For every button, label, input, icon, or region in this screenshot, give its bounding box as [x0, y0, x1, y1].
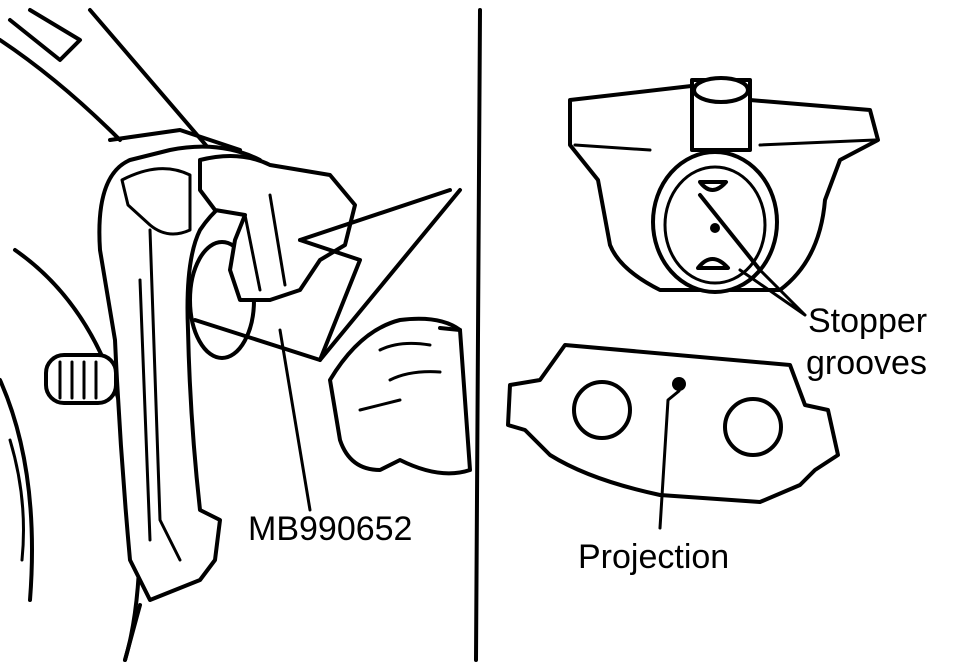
disc-edge-shadow [8, 438, 25, 562]
stopper-groove-line [698, 193, 762, 272]
piston-inner [663, 165, 767, 285]
tool-leader-line [278, 328, 312, 512]
hand [328, 316, 472, 476]
stopper-label-line2: grooves [806, 344, 927, 382]
right-panel-caliper-detail: Stopper grooves Projection [506, 76, 927, 576]
knuckle-arm-top [8, 8, 82, 62]
caliper-inner-edge-2 [138, 278, 152, 542]
piston-outer [651, 150, 779, 294]
knuckle-line-3 [108, 128, 242, 152]
caliper-inner-edge [148, 228, 182, 562]
stopper-groove-notch-lower [696, 257, 730, 270]
left-panel-tool-illustration: MB990652 [0, 8, 472, 662]
knuckle-line-1 [0, 38, 122, 142]
piston-center [710, 223, 720, 233]
stopper-leader-lines [738, 268, 807, 317]
wheel-stud [44, 353, 118, 405]
special-tool-body [198, 154, 357, 302]
brake-pad-plate [506, 343, 840, 504]
special-tool-plate [193, 238, 362, 362]
panel-divider [474, 8, 482, 662]
pad-projection [672, 377, 686, 391]
tool-handle-top [298, 188, 452, 242]
housing-shoulder-lines [573, 138, 877, 152]
pad-hole-right [723, 397, 783, 457]
housing-boss-top [692, 76, 750, 104]
stopper-label-line1: Stopper [808, 302, 927, 340]
special-tool-fingers [243, 193, 287, 292]
hand-fingers [358, 341, 442, 412]
projection-leader-line [658, 389, 681, 530]
bracket-bottom-line [123, 603, 142, 662]
tool-handle-bottom [318, 188, 462, 362]
disc-edge-outer [0, 378, 34, 602]
projection-label: Projection [578, 538, 729, 576]
hand-thumb [438, 326, 462, 332]
stopper-groove-notch-upper [698, 180, 728, 192]
caliper-top-cap [120, 167, 192, 236]
tool-number-label: MB990652 [248, 510, 412, 548]
knuckle-line-2 [88, 8, 212, 152]
pad-hole-left [572, 380, 632, 440]
